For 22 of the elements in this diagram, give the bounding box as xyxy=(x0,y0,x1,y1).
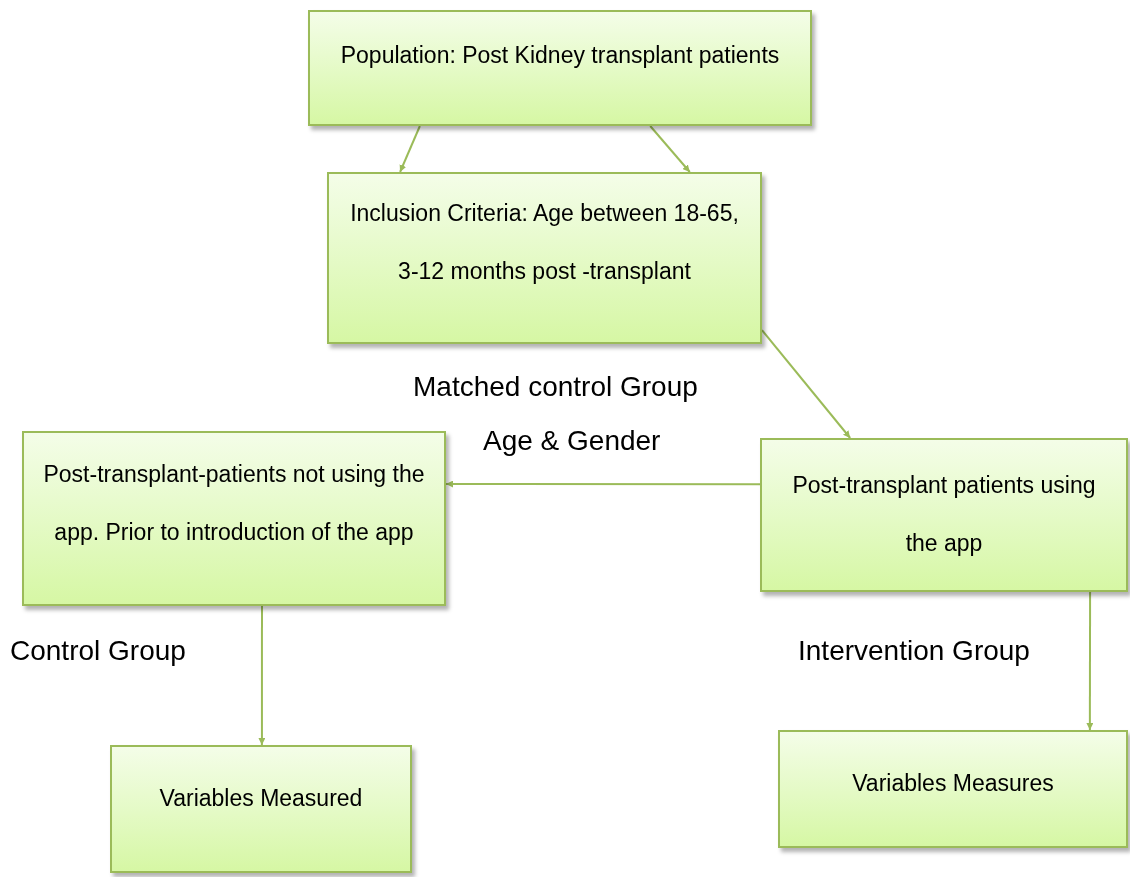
process-box xyxy=(308,10,812,126)
process-box xyxy=(327,172,762,344)
arrow xyxy=(258,605,266,746)
box-text: Post-transplant patients using the app xyxy=(791,471,1097,558)
group-label: Control Group xyxy=(10,634,186,668)
arrow xyxy=(649,125,691,173)
group-label: Matched control Group xyxy=(413,370,698,404)
arrow xyxy=(1086,591,1094,731)
group-label: Intervention Group xyxy=(798,634,1030,668)
box-text: Population: Post Kidney transplant patients xyxy=(340,41,780,70)
box-text: Inclusion Criteria: Age between 18-65, 3-12 months post -transplant xyxy=(349,199,740,286)
arrow xyxy=(445,480,761,488)
group-label: Age & Gender xyxy=(483,424,661,458)
process-box xyxy=(22,431,446,606)
box-text: Post-transplant-patients not using the app. Prior to introduction of the app xyxy=(42,460,426,547)
process-box xyxy=(760,438,1128,592)
arrow xyxy=(399,125,421,173)
process-box xyxy=(778,730,1128,848)
process-box xyxy=(110,745,412,873)
box-text: Variables Measures xyxy=(852,769,1054,798)
box-text: Variables Measured xyxy=(159,784,363,813)
arrow xyxy=(761,329,852,439)
